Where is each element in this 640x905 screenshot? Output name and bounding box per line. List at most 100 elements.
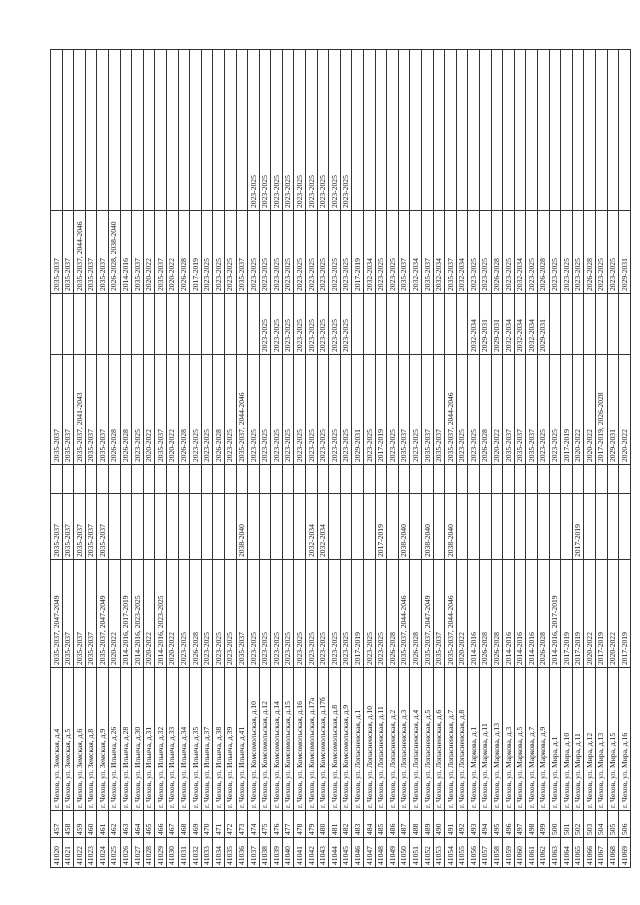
col-period-5-cell [236,293,248,355]
record-id-cell: 41038 [259,837,271,868]
col-period-6-cell: 2026-2028 [583,210,596,294]
col-period-5-cell [607,293,619,355]
col-period-6-cell: 2020-2022 [143,210,155,294]
address-cell: г. Чехов, ул. Ильича, д.39 [224,667,236,811]
row-number-cell: 484 [363,810,376,838]
col-period-1-cell: 2035-2037 [433,559,445,668]
col-period-3-cell [305,464,318,494]
col-period-7-cell [50,49,63,211]
address-cell: г. Чехов, ул. Ильича, д.41 [236,667,248,811]
row-number-cell: 498 [525,810,538,838]
col-period-7-cell: 2023-2025 [259,49,271,211]
address-cell: г. Чехов, ул. Мира, д.13 [595,667,607,811]
col-period-3-cell [131,464,144,494]
col-period-6-cell: 2023-2025 [212,210,225,294]
col-period-1-cell: 2020-2022 [456,559,468,668]
col-period-3-cell [433,464,445,494]
col-period-7-cell [583,49,596,211]
col-period-1-cell: 2026-2028 [189,559,202,668]
row-number-cell: 466 [154,810,167,838]
col-period-1-cell: 2014-2016 [514,559,526,668]
col-period-6-cell: 2032-2034 [514,210,526,294]
col-period-5-cell [595,293,607,355]
col-period-5-cell [444,293,457,355]
col-period-7-cell [560,49,573,211]
col-period-3-cell [560,464,573,494]
col-period-6-cell: 2023-2025 [305,210,318,294]
col-period-3-cell [502,464,515,494]
row-number-cell: 499 [537,810,550,838]
col-period-5-cell: 2023-2025 [259,293,271,355]
col-period-1-cell: 2020-2022 [108,559,121,668]
col-period-2-cell [351,493,364,560]
address-cell: г. Чехов, ул. Маркова, д.9 [537,667,550,811]
row-number-cell: 503 [583,810,596,838]
col-period-3-cell [189,464,202,494]
col-period-3-cell [409,464,422,494]
col-period-4-cell: 2020-2022 [583,354,596,465]
row-number-cell: 457 [50,810,63,838]
col-period-6-cell: 2023-2025 [467,210,480,294]
col-period-2-cell [502,493,515,560]
col-period-2-cell [525,493,538,560]
col-period-6-cell: 2032-2034 [409,210,422,294]
col-period-5-cell [549,293,561,355]
address-cell: г. Чехов, ул. Комсомольская, д.17б [317,667,329,811]
col-period-1-cell: 2017-2019 [595,559,607,668]
col-period-6-cell: 2020-2022 [166,210,179,294]
col-period-3-cell [618,464,631,494]
col-period-2-cell: 2038-2040 [398,493,410,560]
col-period-2-cell [120,493,132,560]
address-cell: г. Чехов, ул. Комсомольская, д.15 [282,667,294,811]
col-period-4-cell: 2026-2028 [108,354,121,465]
col-period-6-cell: 2026-2028 [491,210,503,294]
col-period-3-cell [328,464,341,494]
col-period-7-cell [607,49,619,211]
address-cell: г. Чехов, ул. Ильича, д.31 [143,667,155,811]
col-period-1-cell: 2014-2016 [525,559,538,668]
col-period-6-cell: 2023-2025 [595,210,607,294]
record-id-cell: 41023 [85,837,97,868]
row-number-cell: 468 [178,810,190,838]
row-number-cell: 505 [607,810,619,838]
row-number-cell: 485 [375,810,387,838]
col-period-4-cell: 2023-2025 [363,354,376,465]
col-period-2-cell [293,493,306,560]
address-cell: г. Чехов, ул. Маркова, д.11 [479,667,492,811]
record-id-cell: 41053 [433,837,445,868]
col-period-4-cell: 2026-2028 [479,354,492,465]
col-period-5-cell: 2032-2034 [525,293,538,355]
record-id-cell: 41031 [178,837,190,868]
col-period-5-cell: 2029-2031 [537,293,550,355]
row-number-cell: 463 [120,810,132,838]
record-id-cell: 41020 [50,837,63,868]
col-period-3-cell [96,464,109,494]
col-period-7-cell [537,49,550,211]
col-period-3-cell [120,464,132,494]
col-period-2-cell: 2038-2040 [236,493,248,560]
col-period-7-cell: 2023-2025 [340,49,352,211]
col-period-7-cell [514,49,526,211]
col-period-4-cell: 2023-2025 [282,354,294,465]
address-cell: г. Чехов, ул. Комсомольская, д.12 [259,667,271,811]
col-period-1-cell: 2023-2025 [201,559,213,668]
row-number-cell: 465 [143,810,155,838]
col-period-3-cell [456,464,468,494]
row-number-cell: 506 [618,810,631,838]
col-period-3-cell [212,464,225,494]
col-period-6-cell: 2023-2025 [340,210,352,294]
